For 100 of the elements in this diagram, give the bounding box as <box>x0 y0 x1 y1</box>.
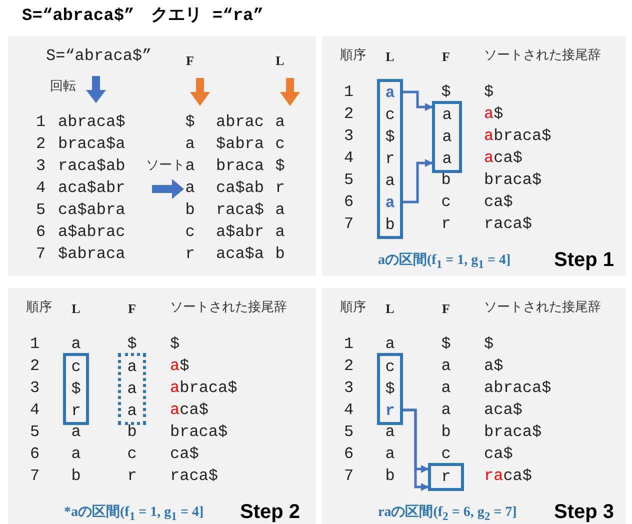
row-number: 7 <box>344 467 354 485</box>
table-letter: a <box>440 379 452 397</box>
suffix-text: abraca$ <box>484 127 552 145</box>
table-letter: a <box>184 157 196 175</box>
suffix-text: a$ <box>484 357 504 375</box>
row-number: 5 <box>344 423 354 441</box>
table-letter: $ <box>384 127 396 148</box>
table-letter: b <box>126 423 138 441</box>
table-letter: a <box>70 423 82 441</box>
table-letter: $ <box>440 335 452 353</box>
step-label: Step 3 <box>554 500 614 524</box>
table-letter: a <box>440 401 452 419</box>
suffix-text: $ <box>484 83 494 101</box>
table-letter: r <box>384 401 396 422</box>
rotation-string: $abraca <box>58 245 126 263</box>
table-letter: a <box>274 223 286 241</box>
column-header: 順序 <box>340 299 366 317</box>
table-letter: b <box>440 423 452 441</box>
row-number: 1 <box>344 83 354 101</box>
suffix-text: raca$ <box>484 215 532 233</box>
table-letter: c <box>184 223 196 241</box>
row-number: 4 <box>344 401 354 419</box>
suffix-text: aca$ <box>484 401 522 419</box>
interval-caption: raの区間(f$_{2}$ = 6, g$_{2}$ = 7] <box>378 504 517 524</box>
table-letter: b <box>440 171 452 189</box>
row-number: 5 <box>344 171 354 189</box>
row-number: 6 <box>36 223 46 241</box>
row-number: 3 <box>344 379 354 397</box>
column-header: L <box>384 48 396 66</box>
suffix-text: raca$ <box>170 467 218 485</box>
rotation-string: braca <box>216 157 264 175</box>
row-number: 3 <box>30 379 40 397</box>
step-label: Step 1 <box>554 248 614 272</box>
rotation-string: a$abr <box>216 223 264 241</box>
table-letter: a <box>274 113 286 131</box>
row-number: 3 <box>344 127 354 145</box>
rotation-string: ca$ab <box>216 179 264 197</box>
table-letter: a <box>384 171 396 192</box>
highlight-box <box>377 353 403 425</box>
suffix-text: ca$ <box>484 193 513 211</box>
suffix-text: braca$ <box>484 423 542 441</box>
rotation-label: 回転 <box>50 78 76 96</box>
column-header: 順序 <box>340 47 366 65</box>
table-letter: r <box>70 401 82 422</box>
table-letter: a <box>441 149 453 170</box>
row-number: 5 <box>30 423 40 441</box>
table-letter: $ <box>70 379 82 400</box>
table-letter: a <box>70 335 82 353</box>
column-header: F <box>441 300 451 318</box>
table-letter: a <box>440 357 452 375</box>
table-letter: c <box>440 193 452 211</box>
row-number: 6 <box>30 445 40 463</box>
table-letter: a <box>441 127 453 148</box>
highlight-box <box>377 79 403 239</box>
rotation-string: raca$ab <box>58 157 126 175</box>
suffix-text: a$ <box>170 357 190 375</box>
table-letter: c <box>70 357 82 378</box>
row-number: 7 <box>36 245 46 263</box>
table-letter: a <box>126 401 138 422</box>
row-number: 1 <box>36 113 46 131</box>
rotation-string: a$abrac <box>58 223 126 241</box>
row-number: 3 <box>36 157 46 175</box>
table-letter: a <box>384 193 396 214</box>
table-letter: c <box>384 357 396 378</box>
rotation-string: abraca$ <box>58 113 126 131</box>
suffix-text: aca$ <box>484 149 522 167</box>
row-number: 1 <box>30 335 40 353</box>
table-letter: $ <box>126 335 138 353</box>
table-letter: b <box>384 467 396 485</box>
table-letter: a <box>126 379 138 400</box>
highlight-box <box>432 101 462 173</box>
table-letter: a <box>126 357 138 378</box>
rotation-string: aca$abr <box>58 179 126 197</box>
table-letter: r <box>126 467 138 485</box>
table-letter: r <box>440 215 452 233</box>
suffix-text: braca$ <box>484 171 542 189</box>
rotation-string: ca$abra <box>58 201 126 219</box>
suffix-text: a$ <box>484 105 504 123</box>
arrow <box>403 159 433 204</box>
table-letter: $ <box>440 83 452 101</box>
suffix-text: $ <box>484 335 494 353</box>
row-number: 4 <box>344 149 354 167</box>
sort-label: ソート <box>146 157 185 175</box>
table-letter: r <box>184 245 196 263</box>
row-number: 7 <box>344 215 354 233</box>
column-header: ソートされた接尾辞 <box>484 299 601 317</box>
column-header: F <box>127 300 137 318</box>
table-letter: a <box>384 423 396 441</box>
table-letter: b <box>70 467 82 485</box>
row-number: 4 <box>30 401 40 419</box>
table-letter: a <box>184 179 196 197</box>
table-letter: b <box>184 201 196 219</box>
column-header: F <box>441 48 451 66</box>
suffix-text: abraca$ <box>484 379 552 397</box>
column-header: ソートされた接尾辞 <box>170 299 287 317</box>
table-letter: c <box>384 105 396 126</box>
suffix-text: aca$ <box>170 401 208 419</box>
suffix-text: ca$ <box>170 445 199 463</box>
row-number: 2 <box>36 135 46 153</box>
table-letter: $ <box>384 379 396 400</box>
